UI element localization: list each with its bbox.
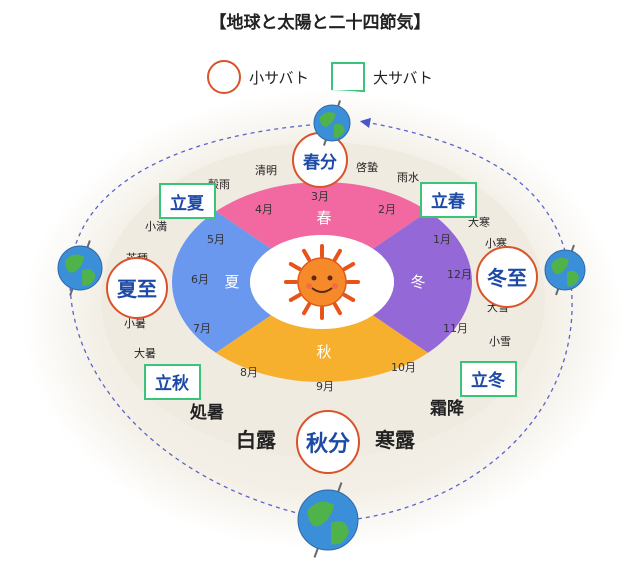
month-3: 3月 xyxy=(311,190,329,203)
season-autumn: 秋 xyxy=(316,343,331,361)
sabbat-shunbun: 春分 xyxy=(292,132,348,188)
month-11: 11月 xyxy=(443,322,468,335)
page-title: 【地球と太陽と二十四節気】 xyxy=(209,13,431,33)
sun-icon xyxy=(284,244,360,320)
spring-segment xyxy=(215,182,429,249)
earth-left-icon xyxy=(57,240,103,296)
sabbat-shubun: 秋分 xyxy=(296,410,360,474)
sabbat-risshu: 立秋 xyxy=(144,364,201,400)
sun-ray xyxy=(342,293,356,302)
month-10: 10月 xyxy=(391,361,416,374)
earth-top-icon xyxy=(313,100,351,146)
season-summer: 夏 xyxy=(224,273,239,291)
sun-ray xyxy=(302,302,311,316)
month-7: 7月 xyxy=(193,322,211,335)
month-4: 4月 xyxy=(255,203,273,216)
term-soko: 霜降 xyxy=(429,398,465,419)
sun-ray xyxy=(288,293,302,302)
sabbat-shunbun-label: 春分 xyxy=(303,152,337,173)
earth-right-icon xyxy=(544,244,586,296)
term-kanro: 寒露 xyxy=(375,428,416,452)
sun-ray xyxy=(342,262,356,271)
winter-segment xyxy=(372,211,472,353)
autumn-segment xyxy=(215,315,429,382)
term-seimei: 清明 xyxy=(255,164,277,177)
sabbat-shubun-label: 秋分 xyxy=(306,432,350,457)
month-12: 12月 xyxy=(447,268,472,281)
term-hakuro: 白露 xyxy=(236,428,277,452)
sabbat-risshun: 立春 xyxy=(420,182,477,218)
term-shoman: 小満 xyxy=(145,220,167,233)
sun-ray xyxy=(333,248,342,262)
month-2: 2月 xyxy=(378,203,396,216)
sabbat-ritto: 立冬 xyxy=(460,361,517,397)
season-winter: 冬 xyxy=(410,273,425,291)
small-sabbat-legend-marker xyxy=(207,60,242,94)
sabbat-geshi-label: 夏至 xyxy=(117,277,157,301)
season-spring: 春 xyxy=(316,209,331,227)
month-6: 6月 xyxy=(191,273,209,286)
term-taisho: 大暑 xyxy=(134,346,156,360)
sabbat-rikka-label: 立夏 xyxy=(170,193,205,214)
sabbat-toji-label: 冬至 xyxy=(487,266,527,290)
month-8: 8月 xyxy=(240,366,258,379)
summer-segment xyxy=(172,211,272,353)
month-1: 1月 xyxy=(433,233,451,246)
month-5: 5月 xyxy=(207,233,225,246)
term-usui: 雨水 xyxy=(397,171,419,184)
term-shosho: 小暑 xyxy=(124,317,146,330)
large-sabbat-legend-label: 大サバト xyxy=(373,68,433,87)
sabbat-geshi: 夏至 xyxy=(106,257,168,319)
earth-bottom-icon xyxy=(297,482,359,558)
month-9: 9月 xyxy=(316,380,334,393)
sun-ray xyxy=(302,248,311,262)
sabbat-ritto-label: 立冬 xyxy=(471,370,505,391)
small-sabbat-legend-label: 小サバト xyxy=(249,68,309,87)
term-daikan: 大寒 xyxy=(468,215,490,229)
term-keichitsu: 啓蟄 xyxy=(356,160,378,174)
sun-ray xyxy=(288,262,302,271)
term-shosetsu: 小雪 xyxy=(489,335,511,348)
sabbat-toji: 冬至 xyxy=(476,246,538,308)
sabbat-rikka: 立夏 xyxy=(159,183,216,219)
sabbat-risshu-label: 立秋 xyxy=(155,373,190,394)
sun-ray xyxy=(333,302,342,316)
term-shosho-large: 処暑 xyxy=(189,403,224,423)
sabbat-risshun-label: 立春 xyxy=(431,191,465,212)
